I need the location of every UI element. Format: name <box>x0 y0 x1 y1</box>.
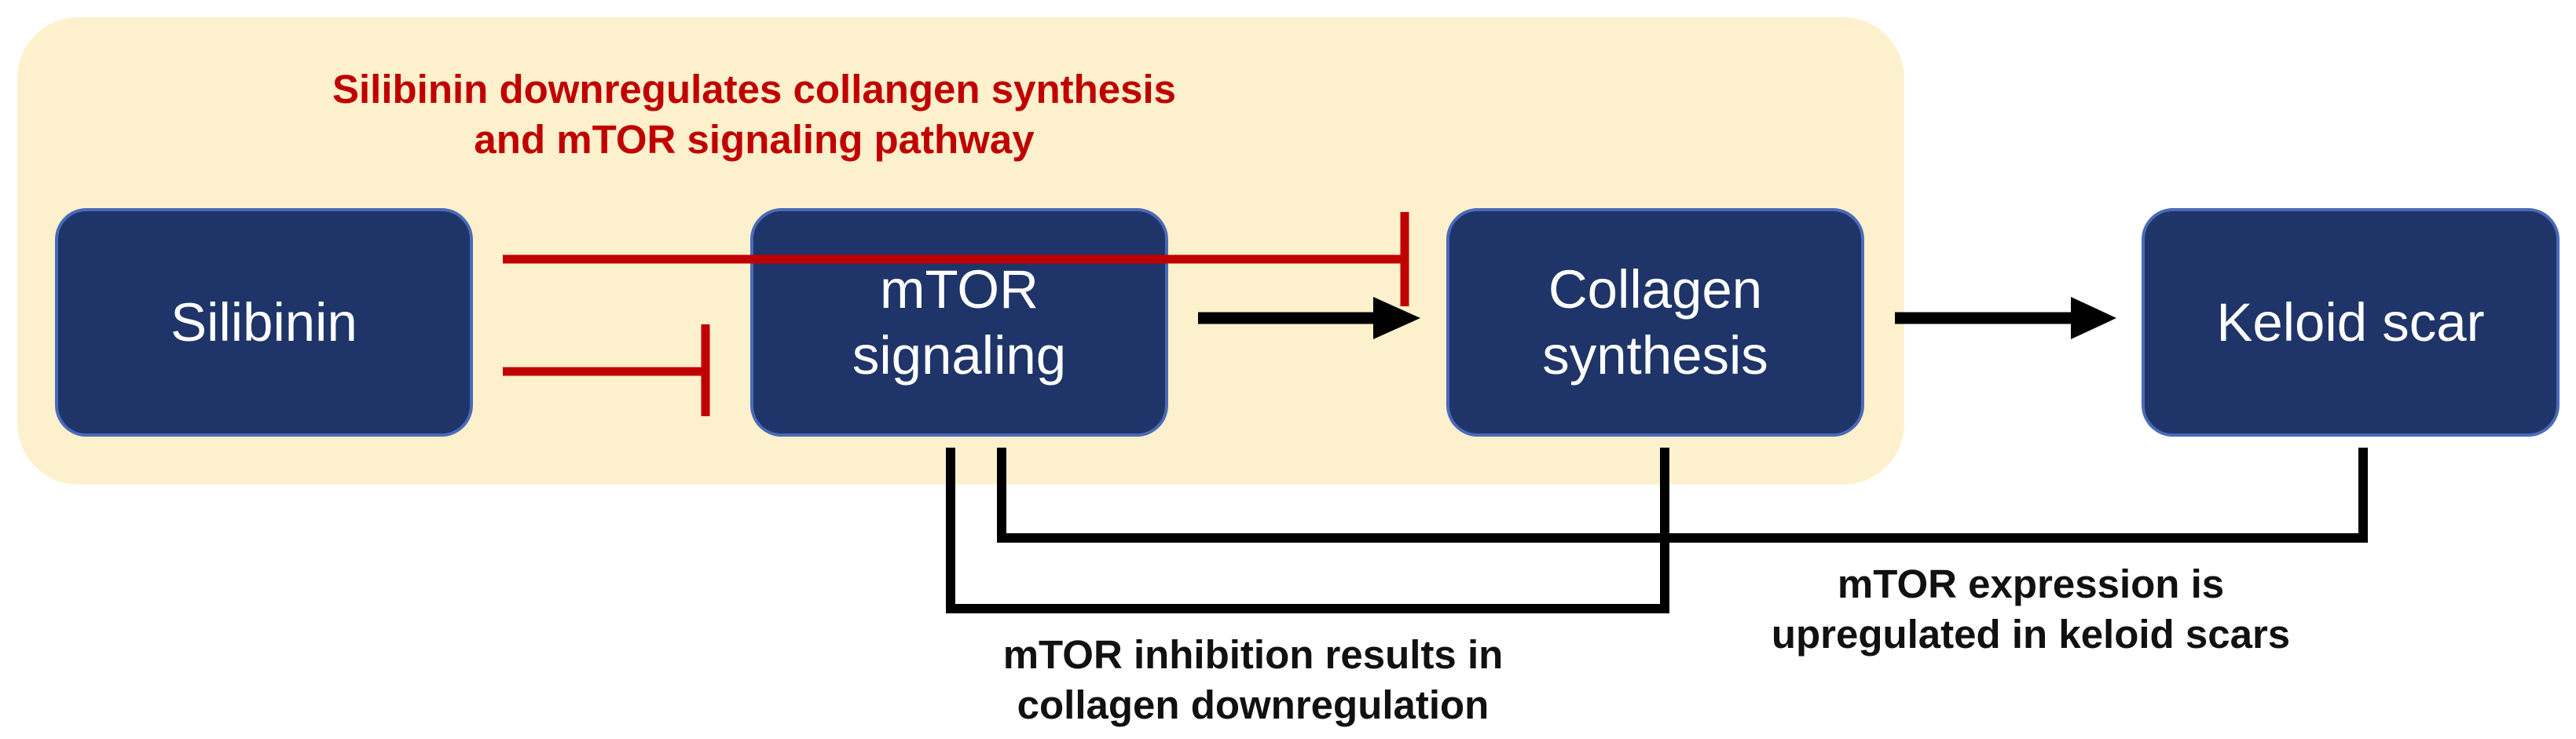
inhibition-bracket <box>946 448 1669 613</box>
inhibition-caption: mTOR inhibition results in collagen down… <box>1002 632 1504 727</box>
silibinin-box: Silibinin <box>55 208 473 437</box>
expression-bracket <box>997 448 2368 543</box>
expression-caption: mTOR expression is upregulated in keloid… <box>1771 562 2291 657</box>
mtor-signaling-box: mTOR signaling <box>750 208 1168 437</box>
keloid-scar-box: Keloid scar <box>2142 208 2560 437</box>
mtor-to-collagen-arrow <box>1198 297 1420 339</box>
collagen-to-keloid-arrow <box>1895 297 2116 339</box>
inhibit-collagen-connector <box>503 212 1409 306</box>
panel-title: Silibinin downregulates collangen synthe… <box>332 67 1177 162</box>
inhibit-mtor-connector <box>503 324 710 416</box>
collagen-synthesis-box: Collagen synthesis <box>1446 208 1864 437</box>
